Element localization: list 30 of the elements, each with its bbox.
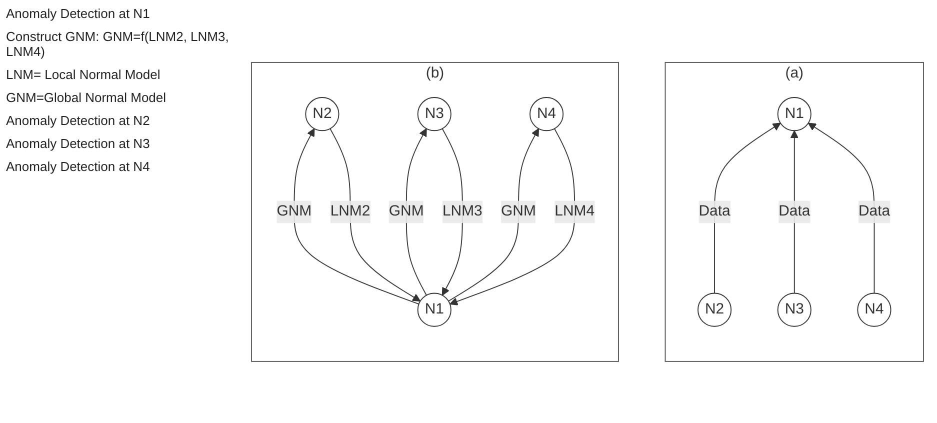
node-circle: N4 [857,292,892,326]
arrow [450,128,576,305]
edge-label: Data [778,203,810,219]
note-text: Anomaly Detection at N1 [6,6,151,21]
edge-label: GNM [276,203,312,219]
note-text: Construct GNM: GNM=f(LNM2, LNM3, LNM4) [6,29,230,59]
node-circle: N3 [777,292,812,326]
node-circle: N4 [530,96,564,131]
note-text: LNM= Local Normal Model [6,67,162,82]
node-circle: N3 [417,96,452,131]
edge-label: GNM [388,203,424,219]
edge-label: LNM4 [554,203,595,219]
node-circle: N2 [305,96,340,131]
note-text: Anomaly Detection at N4 [6,159,151,174]
arrow [808,122,875,294]
note-text: Anomaly Detection at N3 [6,136,151,151]
note-text: GNM=Global Normal Model [6,90,168,105]
node-circle: N1 [417,292,452,326]
node-circle: N1 [777,96,812,131]
edge-label: LNM2 [330,203,370,219]
arrow [448,128,539,302]
note-text: Anomaly Detection at N2 [6,113,151,128]
edge-label: LNM3 [442,203,482,219]
arrow [714,122,781,294]
arrow [330,128,421,302]
edge-label: GNM [501,203,536,219]
node-circle: N2 [698,292,732,326]
edge-label: Data [858,203,890,219]
arrow [294,128,420,304]
edge-label: Data [698,203,730,219]
